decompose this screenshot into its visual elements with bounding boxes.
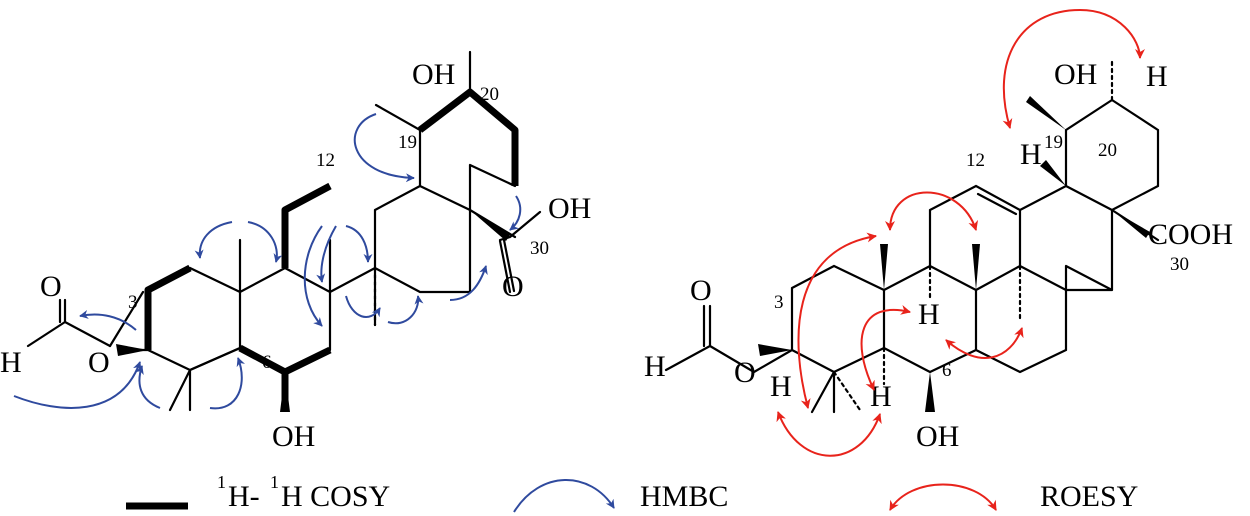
right-h-5: H xyxy=(870,380,892,413)
left-num-19: 19 xyxy=(398,132,417,153)
right-wedge-30 xyxy=(1112,210,1150,238)
left-num-20: 20 xyxy=(480,84,499,105)
right-num-3: 3 xyxy=(774,292,784,313)
legend-hmbc-swatch xyxy=(513,479,615,513)
left-hmbc-arrows xyxy=(13,113,522,410)
right-wedge-3o xyxy=(758,344,792,356)
left-num-30: 30 xyxy=(530,238,549,259)
left-num-3: 3 xyxy=(128,292,138,313)
left-acid-oh: OH xyxy=(548,192,591,225)
right-wedge-6oh xyxy=(925,372,935,412)
legend-roesy-label: ROESY xyxy=(1040,480,1138,513)
legend-cosy-sup2: 1 xyxy=(270,472,279,492)
right-wedge-18h xyxy=(1040,160,1066,186)
right-ester-o: O xyxy=(734,356,756,389)
left-cosy-bonds xyxy=(144,88,519,410)
legend: 1 H- 1 H COSY HMBC ROESY xyxy=(126,472,1138,513)
right-h-3: H xyxy=(770,370,792,403)
left-num-12: 12 xyxy=(316,150,335,171)
structure-right: O H O OH OH H H H H H COOH 3 6 12 19 20 … xyxy=(644,8,1233,457)
legend-cosy-sup1: 1 xyxy=(217,472,226,492)
right-formyl-o: O xyxy=(690,274,712,307)
left-wedge-3o xyxy=(116,344,148,356)
right-oh-19: OH xyxy=(1054,58,1097,91)
right-wedge-19me xyxy=(1026,96,1066,130)
right-num-30: 30 xyxy=(1170,254,1189,275)
left-oh-19: OH xyxy=(412,58,455,91)
left-acid-o: O xyxy=(502,270,524,303)
structure-left: O H O OH OH OH O 3 6 12 19 20 30 xyxy=(0,50,591,453)
right-formyl-h: H xyxy=(644,350,666,383)
left-formyl-o: O xyxy=(40,270,62,303)
left-formyl-h: H xyxy=(0,346,22,379)
right-wedge-8me xyxy=(972,244,980,290)
left-wedge-6oh xyxy=(280,372,290,412)
left-wedge-30 xyxy=(470,210,510,241)
legend-hmbc-label: HMBC xyxy=(640,480,728,513)
legend-roesy-swatch xyxy=(889,483,997,511)
right-h-20: H xyxy=(1146,60,1168,93)
left-ester-o: O xyxy=(88,346,110,379)
right-num-12: 12 xyxy=(966,150,985,171)
right-num-6: 6 xyxy=(942,360,952,381)
right-wedge-10me xyxy=(880,244,888,290)
right-dash-4me xyxy=(832,370,862,412)
legend-cosy-label: H COSY xyxy=(281,480,390,513)
right-cooh: COOH xyxy=(1148,218,1233,251)
legend-cosy-h1: H- xyxy=(228,480,260,513)
right-num-19: 19 xyxy=(1044,132,1063,153)
right-h-19: H xyxy=(1020,138,1042,171)
right-roesy-arrows xyxy=(776,8,1145,457)
right-h-9: H xyxy=(918,298,940,331)
right-oh-6: OH xyxy=(916,420,959,453)
left-oh-6: OH xyxy=(272,420,315,453)
left-num-6: 6 xyxy=(262,352,272,373)
right-num-20: 20 xyxy=(1098,140,1117,161)
